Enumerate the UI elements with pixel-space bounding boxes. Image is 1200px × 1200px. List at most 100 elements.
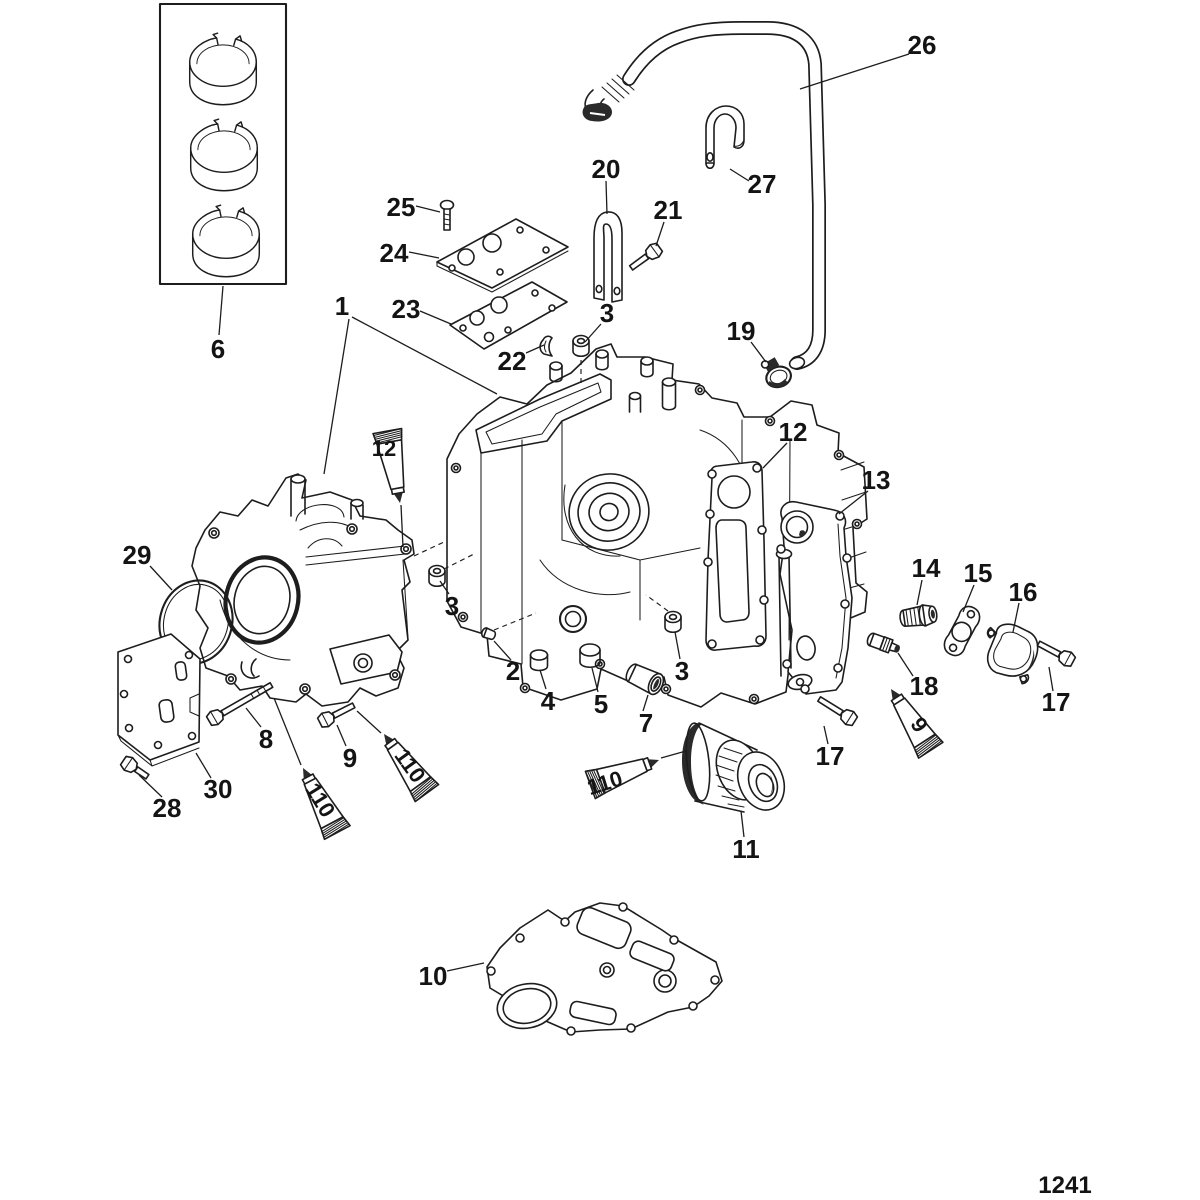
callout-8-9: 8 [259,724,273,754]
leader-line [195,752,212,779]
fitting-18 [866,632,900,654]
leader-line [642,694,649,712]
leader-line [525,344,545,354]
bushing-3-left [428,564,446,588]
leader-line [762,442,788,469]
leader-line [446,962,485,972]
bracket-20 [593,211,623,303]
callout-24-26: 24 [380,238,409,268]
bolt-17-right [1036,640,1077,667]
hose-26 [582,21,826,370]
base-gasket-10 [486,902,723,1036]
callout-18-20: 18 [910,671,939,701]
leader-line [962,584,975,613]
callout-21-23: 21 [654,195,683,225]
bolt-21 [628,242,664,271]
leader-line [823,725,829,745]
clip-22 [539,335,553,357]
bolt-17-left [816,695,859,727]
callout-19-21: 19 [727,316,756,346]
leader-line [897,652,914,677]
callout-9-10: 9 [343,743,357,773]
callout-30-32: 30 [204,774,233,804]
callout-26-28: 26 [908,30,937,60]
clamp-19 [760,357,792,389]
leader-line [273,697,302,766]
gasket-12 [703,461,769,651]
callout-23-25: 23 [392,294,421,324]
callout-28-30: 28 [153,793,182,823]
leader-line [584,323,602,343]
callout-5-6: 5 [594,689,608,719]
callout-17-19: 17 [816,741,845,771]
leader-line [493,612,537,631]
callout-4-5: 4 [541,686,556,716]
leader-line [400,504,404,548]
leader-line [323,318,350,475]
callout-25-27: 25 [387,192,416,222]
callout-3-4: 3 [675,656,689,686]
crankcase-cover [191,473,415,707]
leader-line [729,168,750,182]
crank-bore-boss [568,473,650,551]
leader-line [605,180,608,215]
bolt-8 [205,681,274,727]
callout-1-0: 1 [335,291,349,321]
leader-line [591,667,599,693]
gasket-23 [449,281,568,350]
leader-line [1048,666,1054,692]
spacer-7 [625,663,665,696]
callout-17-18: 17 [1042,687,1071,717]
callout-3-3: 3 [445,591,459,621]
callout-15-16: 15 [964,558,993,588]
exhaust-cover-13 [775,500,853,695]
leader-line [539,669,547,690]
thermostat-cover-16 [986,623,1039,685]
callout-16-17: 16 [1009,577,1038,607]
tube-inscription-12-0: 12 [372,436,396,461]
callout-6-7: 6 [211,334,225,364]
plug-14 [899,604,938,627]
page-number: 1241 [1038,1172,1092,1199]
bolt-28 [119,755,150,780]
end-plate-30 [117,633,201,767]
callout-10-11: 10 [419,961,448,991]
leader-line [750,341,767,363]
callout-3-2: 3 [600,298,614,328]
callout-22-24: 22 [498,346,527,376]
leader-line [413,541,445,557]
leader-line [218,285,224,336]
leader-line [138,774,163,798]
cap-5 [579,643,601,669]
oil-filter-11 [682,722,786,813]
leader-line [674,631,681,660]
leader-line [660,750,687,759]
callout-27-29: 27 [748,169,777,199]
leader-line [245,707,262,728]
callout-29-31: 29 [123,540,152,570]
callout-2-1: 2 [506,656,520,686]
leader-line [419,310,452,325]
leader-line [408,251,440,259]
leader-line [1012,602,1020,633]
leader-line [645,594,669,612]
callout-12-13: 12 [779,417,808,447]
leader-line [336,724,347,747]
leader-line [916,579,923,606]
gasket-15 [943,605,981,657]
clamp-27 [705,105,745,170]
cap-4 [529,649,549,672]
callout-7-8: 7 [639,708,653,738]
leader-line [740,810,745,838]
leader-line [356,710,382,734]
callout-11-12: 11 [732,834,760,864]
callout-13-14: 13 [862,465,891,495]
plate-24 [436,218,569,293]
leader-line [415,205,441,213]
leader-line [493,640,512,661]
leader-line [149,565,173,591]
screw-25 [439,199,455,231]
